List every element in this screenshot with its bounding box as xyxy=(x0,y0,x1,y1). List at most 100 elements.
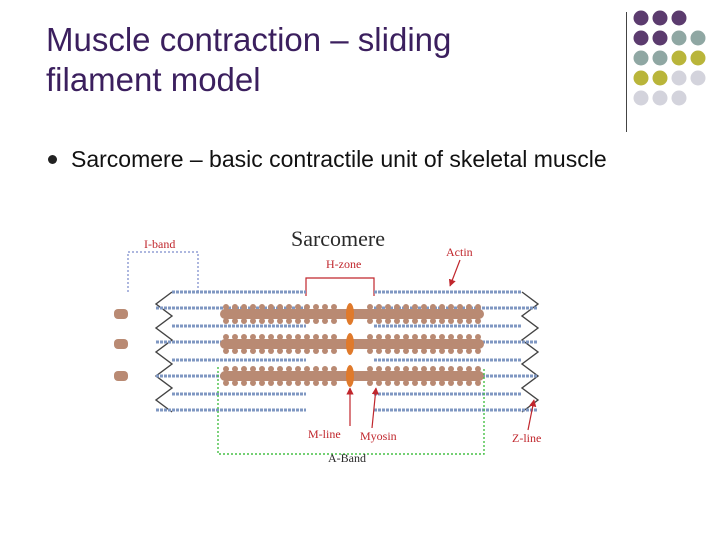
myosin-head xyxy=(232,334,238,340)
myosin-head xyxy=(241,380,247,386)
myosin-head xyxy=(331,334,337,340)
myosin-head xyxy=(412,380,418,386)
myosin-head xyxy=(448,318,454,324)
myosin-head xyxy=(421,304,427,310)
m-line-mark xyxy=(346,303,354,325)
myosin-head xyxy=(304,348,310,354)
myosin-head xyxy=(250,304,256,310)
myosin-head xyxy=(268,366,274,372)
decorative-dot xyxy=(671,30,687,46)
myosin-head xyxy=(286,304,292,310)
myosin-head xyxy=(457,348,463,354)
myosin-head xyxy=(223,380,229,386)
myosin-head xyxy=(268,304,274,310)
myosin-head xyxy=(313,348,319,354)
myosin-head xyxy=(304,380,310,386)
myosin-head xyxy=(367,380,373,386)
i-band-label: I-band xyxy=(144,237,175,251)
myosin-head xyxy=(430,348,436,354)
i-band-bracket xyxy=(127,251,199,292)
bullet-text: Sarcomere – basic contractile unit of sk… xyxy=(71,146,607,172)
myosin-head xyxy=(268,334,274,340)
m-line-label: M-line xyxy=(308,427,341,441)
myosin-head xyxy=(331,318,337,324)
myosin-head xyxy=(313,366,319,372)
myosin-head xyxy=(331,366,337,372)
myosin-head xyxy=(376,348,382,354)
myosin-head xyxy=(448,334,454,340)
myosin-head xyxy=(466,304,472,310)
myosin-label: Myosin xyxy=(360,429,397,443)
myosin-head xyxy=(394,318,400,324)
myosin-head xyxy=(322,366,328,372)
myosin-head xyxy=(367,348,373,354)
decorative-dot xyxy=(652,70,668,86)
myosin-head xyxy=(286,366,292,372)
myosin-head xyxy=(322,318,328,324)
myosin-head xyxy=(394,380,400,386)
myosin-head xyxy=(385,366,391,372)
decorative-dot xyxy=(671,70,687,86)
myosin-head xyxy=(304,318,310,324)
myosin-head xyxy=(376,380,382,386)
myosin-head xyxy=(259,366,265,372)
myosin-head xyxy=(466,334,472,340)
myosin-head xyxy=(367,366,373,372)
myosin-head xyxy=(430,334,436,340)
myosin-head xyxy=(376,334,382,340)
myosin-head xyxy=(421,366,427,372)
myosin-head xyxy=(250,334,256,340)
m-line-mark xyxy=(346,365,354,387)
myosin-fragment xyxy=(114,339,128,349)
myosin-head xyxy=(313,380,319,386)
myosin-head xyxy=(439,366,445,372)
title-line-2: filament model xyxy=(46,61,261,98)
myosin-head xyxy=(412,318,418,324)
myosin-head xyxy=(331,304,337,310)
a-band-label: A-Band xyxy=(328,451,366,465)
myosin-head xyxy=(250,366,256,372)
myosin-head xyxy=(367,318,373,324)
myosin-head xyxy=(466,318,472,324)
decorative-dot xyxy=(633,30,649,46)
myosin-head xyxy=(466,348,472,354)
myosin-head xyxy=(376,304,382,310)
myosin-head xyxy=(322,304,328,310)
sarcomere-diagram: Sarcomere I-band H-zone Actin M-line Myo… xyxy=(114,226,541,465)
myosin-head xyxy=(475,380,481,386)
myosin-head xyxy=(286,380,292,386)
myosin-head xyxy=(394,348,400,354)
myosin-head xyxy=(223,366,229,372)
myosin-head xyxy=(241,334,247,340)
myosin-head xyxy=(385,348,391,354)
myosin-head xyxy=(295,366,301,372)
myosin-head xyxy=(475,334,481,340)
myosin-head xyxy=(421,380,427,386)
myosin-head xyxy=(385,318,391,324)
myosin-head xyxy=(277,334,283,340)
myosin-head xyxy=(394,304,400,310)
myosin-head xyxy=(412,348,418,354)
myosin-head xyxy=(457,334,463,340)
myosin-head xyxy=(394,366,400,372)
myosin-head xyxy=(295,318,301,324)
myosin-head xyxy=(295,380,301,386)
myosin-head xyxy=(232,318,238,324)
actin-label: Actin xyxy=(446,245,473,259)
decorative-dot xyxy=(671,50,687,66)
myosin-arrow xyxy=(371,387,379,429)
myosin-head xyxy=(277,380,283,386)
myosin-head xyxy=(376,318,382,324)
myosin-head xyxy=(466,380,472,386)
myosin-head xyxy=(475,366,481,372)
decorative-dot xyxy=(652,30,668,46)
decorative-dot xyxy=(633,50,649,66)
myosin-head xyxy=(457,304,463,310)
myosin-fragment xyxy=(114,371,128,381)
myosin-head xyxy=(232,348,238,354)
myosin-head xyxy=(223,304,229,310)
diagram-heading: Sarcomere xyxy=(291,226,385,251)
myosin-head xyxy=(430,304,436,310)
myosin-head xyxy=(403,318,409,324)
myosin-head xyxy=(241,348,247,354)
